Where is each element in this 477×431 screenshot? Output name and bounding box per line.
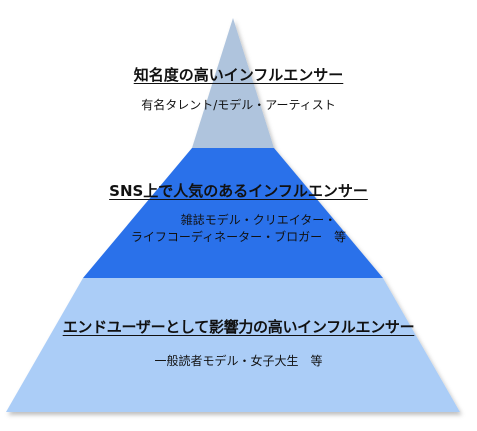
- pyramid-tier-bottom: [6, 278, 460, 412]
- tier-2-subtitle-line-2: ライフコーディネーター・ブロガー 等: [130, 230, 347, 244]
- tier-3-subtitle: 一般読者モデル・女子大生 等: [154, 354, 323, 368]
- tier-3-title: エンドユーザーとして影響力の高いインフルエンサー: [62, 318, 415, 336]
- tier-2-title: SNS上で人気のあるインフルエンサー: [109, 182, 368, 200]
- tier-1-subtitle: 有名タレント/モデル・アーティスト: [141, 98, 336, 112]
- pyramid-tier-middle: [83, 148, 383, 278]
- pyramid-tier-top: [192, 18, 274, 148]
- tier-2-subtitle-line-1: 雑誌モデル・クリエイター・: [180, 213, 337, 227]
- tier-1-title: 知名度の高いインフルエンサー: [133, 66, 344, 84]
